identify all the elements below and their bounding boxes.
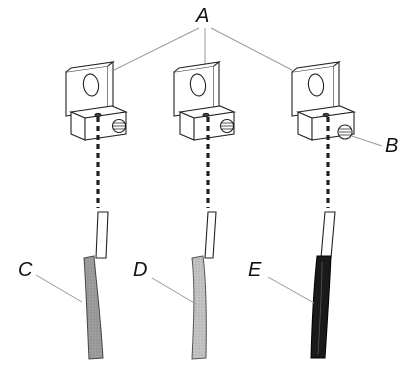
- label-c: C: [18, 259, 33, 281]
- leader-line-c: [35, 274, 83, 303]
- wire-d: [191, 211, 217, 360]
- set-screw-icon: [337, 124, 353, 140]
- terminal-lug-icon: [173, 60, 236, 141]
- insulated-wire-icon: [191, 211, 217, 360]
- label-b: B: [385, 135, 398, 157]
- set-screw-icon: [219, 118, 235, 134]
- label-e: E: [248, 259, 262, 281]
- insulated-wire-icon: [310, 211, 336, 359]
- terminal-lug-1: [65, 60, 129, 141]
- label-d: D: [133, 259, 147, 281]
- insulated-wire-icon: [83, 211, 109, 360]
- terminal-lug-icon: [65, 60, 129, 141]
- label-a: A: [195, 5, 209, 27]
- wire-c: [83, 211, 109, 360]
- set-screw-icon: [111, 118, 127, 134]
- leader-lines-a: [113, 27, 293, 71]
- wire-e: [310, 211, 336, 359]
- leader-line-d: [151, 277, 197, 305]
- terminal-lug-2: [173, 60, 236, 141]
- terminal-lug-3: [291, 60, 357, 141]
- leader-line-e: [267, 276, 315, 304]
- leader-line-b: [351, 135, 383, 147]
